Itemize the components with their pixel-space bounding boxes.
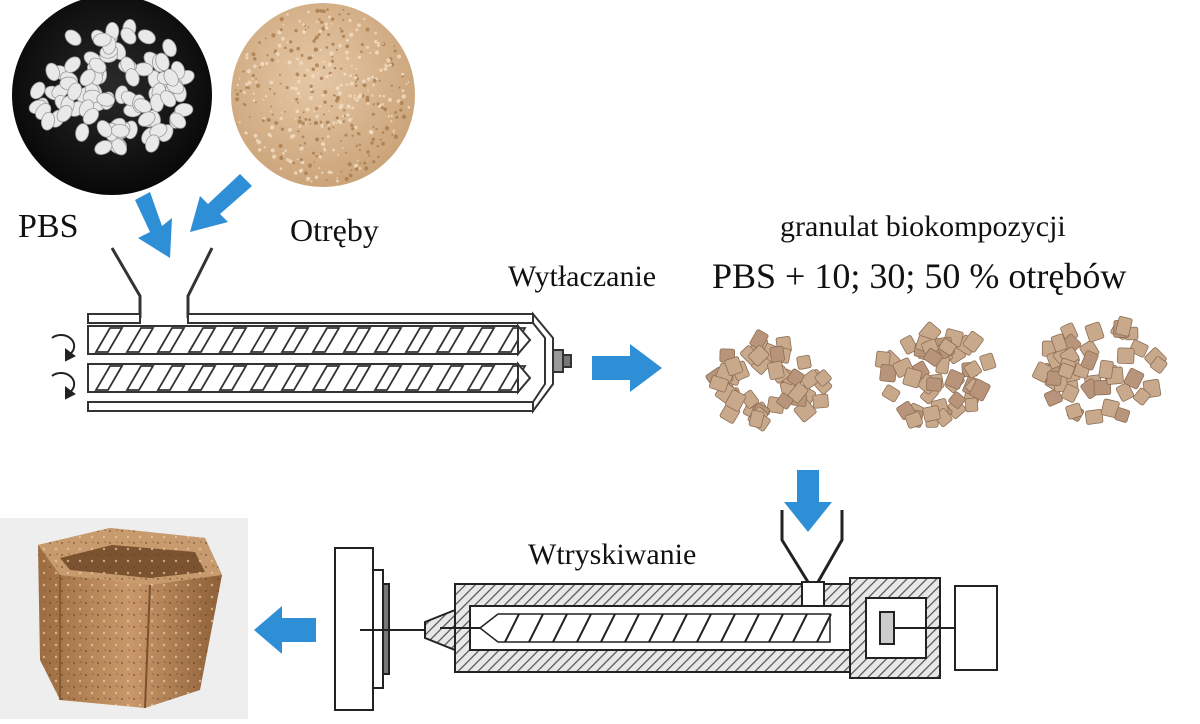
arrow-icon [592, 344, 662, 392]
label-granulate-title: granulat biokompozycji [780, 210, 1066, 243]
pbs-beads [28, 18, 195, 156]
label-injection: Wtryskiwanie [528, 538, 697, 571]
arrow-icon [784, 470, 832, 532]
arrow-icon [135, 174, 252, 258]
label-pbs: PBS [18, 208, 79, 245]
injection-molding-machine [334, 510, 998, 711]
extruder [87, 247, 572, 415]
pot-photo [0, 518, 248, 719]
bran-texture [234, 8, 411, 183]
rotation-arrow-icon [51, 334, 76, 400]
label-bran: Otręby [290, 212, 379, 248]
label-granulate-mix: PBS + 10; 30; 50 % otrębów [712, 256, 1127, 296]
label-extrusion: Wytłaczanie [508, 260, 657, 293]
bran-photo [231, 3, 415, 187]
granulate-piles [705, 316, 1168, 432]
pbs-granules-photo [12, 0, 212, 195]
twin-screws [87, 323, 532, 395]
injection-screw [440, 613, 832, 643]
arrow-icon [254, 606, 316, 654]
